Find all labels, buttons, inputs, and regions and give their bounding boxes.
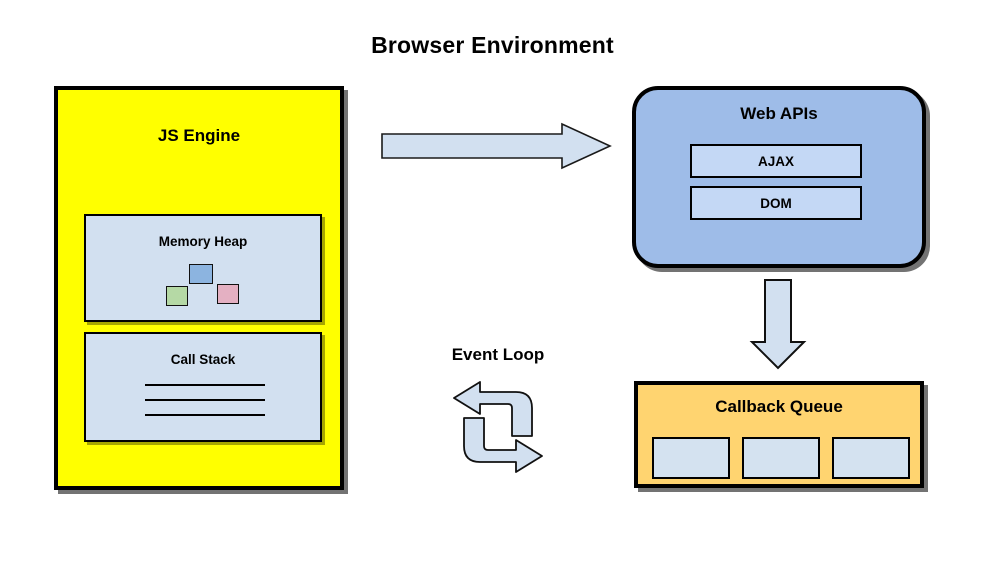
page-title: Browser Environment — [371, 32, 614, 58]
memory-heap-box: Memory Heap — [84, 214, 322, 322]
call-stack-frame-line — [145, 384, 265, 386]
callback-queue-box: Callback Queue — [634, 381, 924, 488]
heap-object-pink — [217, 284, 239, 304]
js-engine-title: JS Engine — [157, 126, 241, 145]
callback-queue-slot[interactable] — [652, 437, 730, 479]
call-stack-frame-line — [145, 414, 265, 416]
call-stack-frame-line — [145, 399, 265, 401]
web-api-item-dom[interactable]: DOM — [690, 186, 862, 220]
event-loop-label: Event Loop — [451, 345, 545, 364]
arrow-web-apis-to-callback-queue — [749, 279, 807, 370]
web-apis-title: Web APIs — [740, 104, 818, 123]
web-api-item-ajax[interactable]: AJAX — [690, 144, 862, 178]
heap-object-green — [166, 286, 188, 306]
memory-heap-title: Memory Heap — [158, 234, 248, 249]
callback-queue-slot[interactable] — [832, 437, 910, 479]
call-stack-title: Call Stack — [170, 352, 236, 367]
web-apis-box: Web APIs AJAX DOM — [632, 86, 926, 268]
callback-queue-title: Callback Queue — [715, 397, 843, 416]
js-engine-box: JS Engine Memory Heap Call Stack — [54, 86, 344, 490]
circular-loop-arrows-icon — [450, 378, 546, 476]
arrow-js-engine-to-web-apis — [381, 122, 612, 170]
call-stack-box: Call Stack — [84, 332, 322, 442]
heap-object-blue — [189, 264, 213, 284]
callback-queue-slot[interactable] — [742, 437, 820, 479]
